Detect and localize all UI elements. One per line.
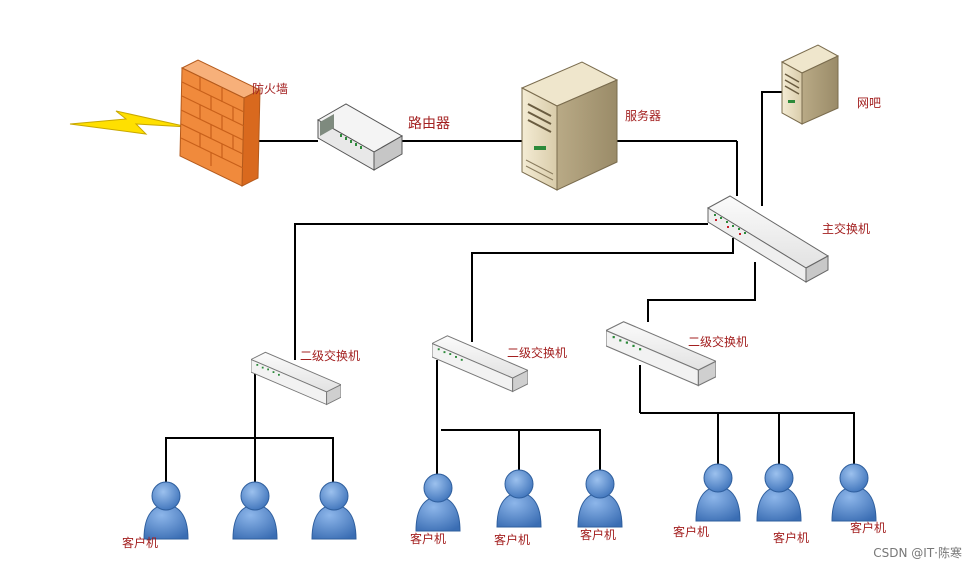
- client-1-label: 客户机: [122, 536, 159, 550]
- client-4-icon: [415, 473, 461, 532]
- switch-mid-icon: [432, 335, 528, 393]
- router-icon: [316, 103, 404, 171]
- client-9-label: 客户机: [850, 521, 887, 535]
- client-8-icon: [756, 463, 802, 522]
- switch-right-label: 二级交换机: [688, 335, 749, 349]
- lightning-bolt-icon: [69, 110, 189, 135]
- client-9-icon: [831, 463, 877, 522]
- client-5-label: 客户机: [494, 533, 531, 547]
- firewall-label: 防火墙: [252, 82, 289, 96]
- netbar-server-icon: [780, 44, 840, 125]
- switch-mid-label: 二级交换机: [507, 346, 568, 360]
- client-7-label: 客户机: [673, 525, 710, 539]
- switch-left-label: 二级交换机: [300, 349, 361, 363]
- client-5-icon: [496, 469, 542, 528]
- main-switch-label: 主交换机: [822, 222, 871, 236]
- main-switch-icon: [707, 195, 829, 283]
- connection-lines: [165, 91, 855, 485]
- client-3-icon: [311, 481, 357, 540]
- csdn-watermark: CSDN @IT·陈寒: [873, 546, 962, 560]
- firewall-icon: [179, 59, 262, 187]
- client-1-icon: [143, 481, 189, 540]
- server-label: 服务器: [625, 109, 662, 123]
- client-8-label: 客户机: [773, 531, 810, 545]
- client-6-label: 客户机: [580, 528, 617, 542]
- router-label: 路由器: [408, 116, 450, 132]
- netbar-label: 网吧: [857, 96, 882, 110]
- client-4-label: 客户机: [410, 532, 447, 546]
- client-2-icon: [232, 481, 278, 540]
- client-7-icon: [695, 463, 741, 522]
- server-icon: [520, 61, 619, 191]
- switch-right-icon: [606, 321, 716, 387]
- client-6-icon: [577, 469, 623, 528]
